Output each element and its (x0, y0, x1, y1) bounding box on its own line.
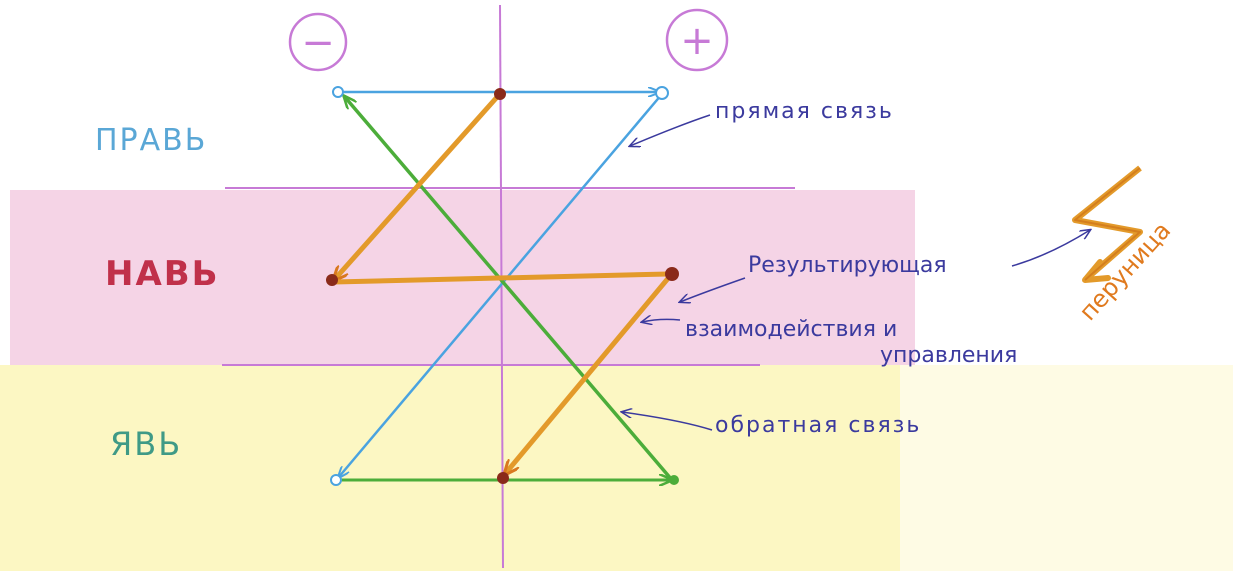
annotation-direct-link: прямая связь (715, 99, 894, 124)
label-yav: ЯВЬ (110, 425, 182, 463)
label-nav: НАВЬ (105, 254, 220, 294)
node-top-center (494, 88, 506, 100)
plus-sign: + (665, 8, 729, 72)
annotation-interaction-line2: управления (880, 343, 1017, 368)
perunitsa-symbol (1072, 165, 1143, 283)
green-diagonal-arrow (344, 96, 674, 482)
node-bottom-center (497, 472, 509, 484)
yav-band-fade (900, 365, 1233, 571)
label-prav: ПРАВЬ (95, 123, 207, 158)
blue-diagonal-arrow (338, 93, 663, 478)
node-top-left (332, 86, 344, 98)
orange-upper-diagonal (334, 94, 500, 280)
node-bottom-left (330, 474, 342, 486)
annotation-interaction-line1: взаимодействия и (685, 317, 897, 342)
annotation-feedback: обратная связь (715, 413, 921, 438)
node-middle-right (665, 267, 679, 281)
minus-sign: − (288, 12, 348, 72)
pointer-resultant-to-perunitsa (1011, 230, 1090, 267)
orange-middle-horizontal (333, 271, 669, 285)
plus-label: + (680, 18, 714, 64)
node-top-right (655, 86, 669, 100)
pointer-resultant (680, 277, 746, 302)
pointer-direct-link (630, 114, 711, 146)
node-bottom-right (669, 475, 679, 485)
pointer-interaction (642, 319, 681, 322)
pointer-feedback (622, 412, 713, 431)
annotation-resultant: Результирующая (748, 253, 947, 278)
orange-lower-diagonal (505, 274, 672, 474)
minus-label: − (301, 20, 335, 66)
node-middle-left (326, 274, 338, 286)
